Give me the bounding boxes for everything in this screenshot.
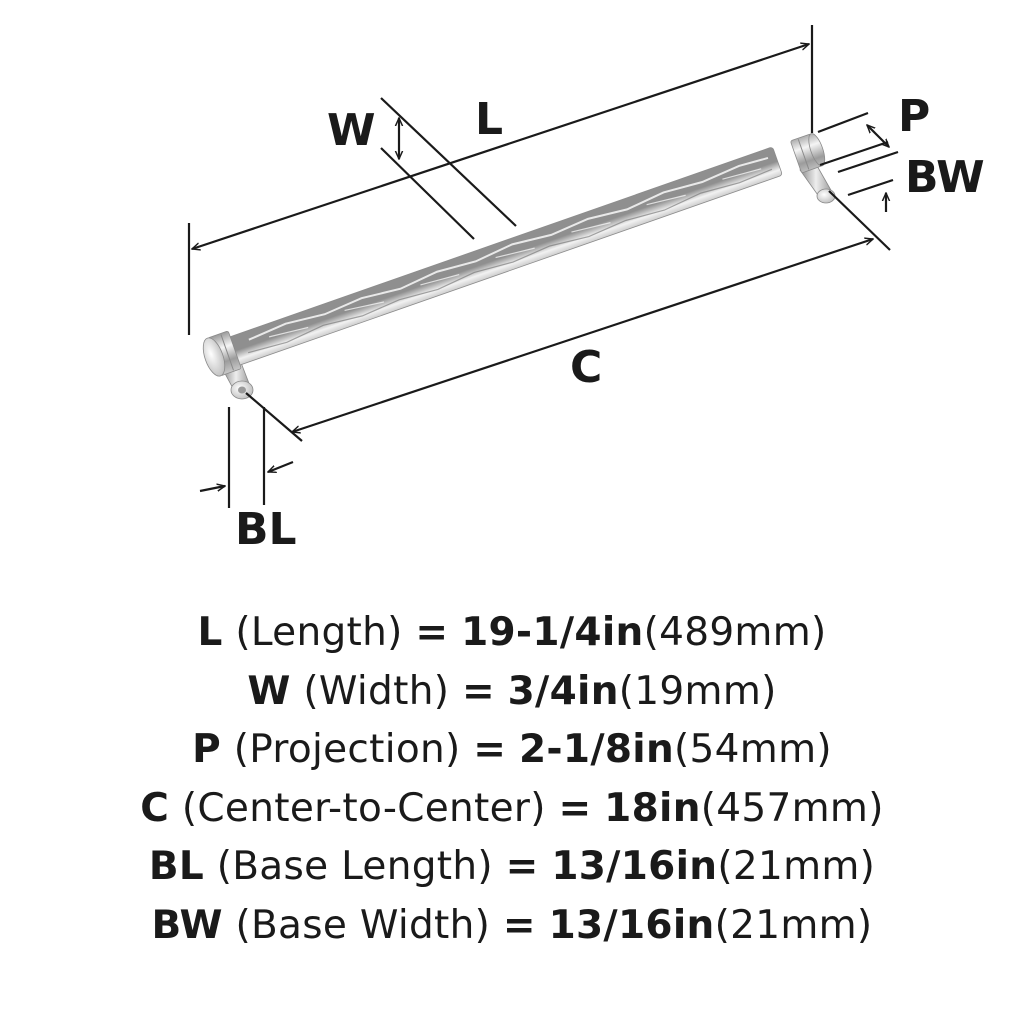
spec-equals: =: [461, 668, 495, 714]
bl-arrow-right: [268, 460, 294, 472]
pull-handle: [202, 133, 836, 400]
spec-metric: (54mm): [674, 727, 832, 772]
l-dimension-line: [192, 44, 809, 249]
label-bw: BW: [905, 152, 985, 203]
spec-key: C: [140, 785, 170, 831]
spec-equals: =: [558, 785, 592, 831]
spec-metric: (21mm): [717, 844, 876, 889]
spec-row-base-length: BL (Base Length) = 13/16in(21mm): [0, 838, 1024, 897]
spec-equals: =: [505, 844, 539, 889]
spec-metric: (21mm): [714, 902, 873, 948]
spec-equals: =: [415, 610, 449, 655]
p-dimension-line: [867, 125, 889, 147]
spec-description: (Width): [303, 668, 450, 714]
label-w: W: [327, 105, 376, 156]
c-dimension-line: [292, 239, 873, 432]
spec-key: BW: [151, 902, 223, 948]
spec-key: BL: [148, 844, 204, 889]
spec-row-width: W (Width) = 3/4in(19mm): [0, 663, 1024, 722]
c-extension-left: [245, 392, 303, 442]
spec-equals: =: [502, 902, 536, 948]
spec-description: (Length): [235, 610, 403, 655]
label-c: C: [570, 342, 602, 393]
spec-imperial: 3/4in: [507, 668, 619, 714]
spec-row-length: L (Length) = 19-1/4in(489mm): [0, 604, 1024, 663]
w-extension-lower: [380, 147, 475, 240]
spec-imperial: 13/16in: [548, 902, 715, 948]
spec-equals: =: [473, 727, 507, 772]
spec-metric: (489mm): [643, 610, 827, 655]
spec-imperial: 2-1/8in: [518, 727, 675, 772]
spec-description: (Base Width): [235, 902, 491, 948]
right-end-cap: [790, 133, 826, 173]
spec-metric: (19mm): [618, 668, 777, 714]
spec-row-base-width: BW (Base Width) = 13/16in(21mm): [0, 897, 1024, 956]
spec-metric: (457mm): [700, 785, 884, 831]
spec-row-projection: P (Projection) = 2-1/8in(54mm): [0, 721, 1024, 780]
bl-arrow-left: [199, 486, 225, 493]
spec-imperial: 19-1/4in: [461, 610, 644, 655]
p-extension-upper: [817, 111, 869, 134]
spec-imperial: 13/16in: [551, 844, 718, 889]
dimension-lines: [187, 25, 899, 508]
label-bl: BL: [235, 504, 297, 555]
spec-imperial: 18in: [604, 785, 701, 831]
label-l: L: [475, 94, 503, 145]
spec-description: (Center-to-Center): [181, 785, 546, 831]
dimension-specifications: L (Length) = 19-1/4in(489mm) W (Width) =…: [0, 604, 1024, 955]
p-extension-lower: [819, 140, 889, 167]
bw-extension-lower: [847, 178, 894, 197]
spec-description: (Projection): [233, 727, 461, 772]
label-p: P: [898, 91, 930, 142]
c-extension-right: [828, 190, 891, 251]
spec-row-center-to-center: C (Center-to-Center) = 18in(457mm): [0, 780, 1024, 839]
spec-key: L: [197, 610, 223, 655]
spec-key: W: [247, 668, 291, 714]
spec-key: P: [192, 727, 221, 772]
cabinet-pull-dimension-diagram: L W P BW C BL: [187, 25, 985, 555]
spec-description: (Base Length): [216, 844, 493, 889]
hammered-bar: [227, 147, 783, 366]
left-end-cap: [202, 331, 242, 377]
w-extension-upper: [380, 97, 517, 227]
bw-extension-upper: [837, 150, 899, 174]
